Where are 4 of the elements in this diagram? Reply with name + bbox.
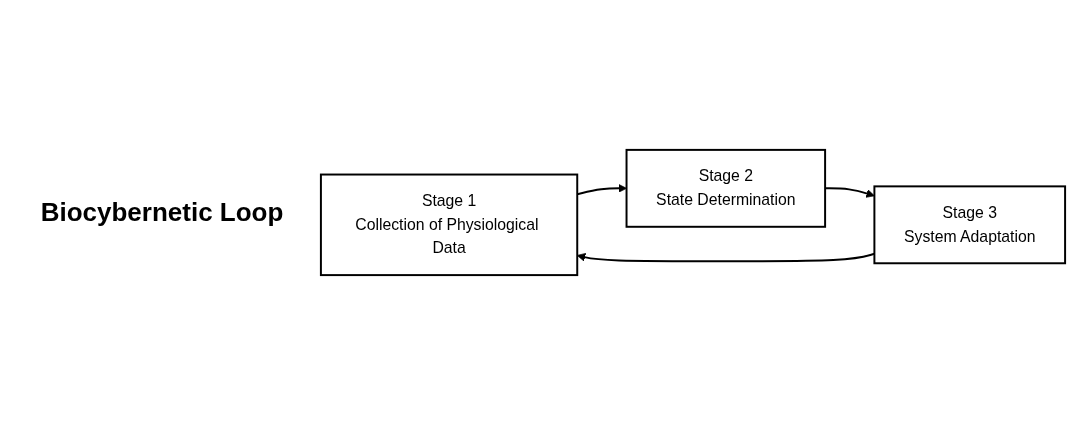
node-box: Stage 3 System Adaptation (873, 185, 1067, 265)
node-box: Stage 1 Collection of Physiological Data (320, 173, 579, 277)
loop-label: Biocybernetic Loop (40, 197, 284, 228)
node-box: Stage 2 State Determination (625, 148, 827, 228)
